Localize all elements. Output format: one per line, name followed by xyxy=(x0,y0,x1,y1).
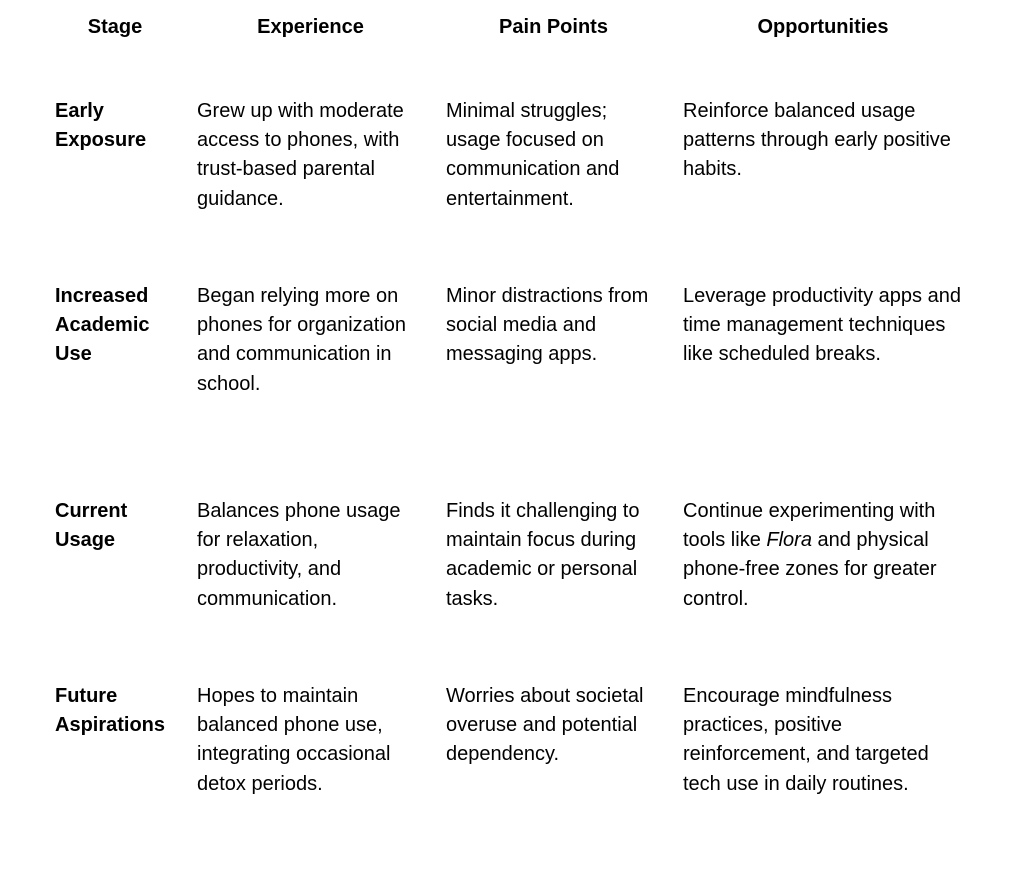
table-row: Future Aspirations Hopes to maintain bal… xyxy=(44,670,974,850)
flora-app-name: Flora xyxy=(766,529,812,552)
opportunities-cell: Encourage mindfulness practices, positiv… xyxy=(683,685,929,795)
opportunities-text-pre: Continue experimenting with tools like xyxy=(683,500,936,552)
table-row: Current Usage Balances phone usage for r… xyxy=(44,485,974,670)
table-row: Increased Academic Use Began relying mor… xyxy=(44,270,974,485)
pain-points-cell: Worries about societal overuse and poten… xyxy=(446,685,644,766)
pain-points-cell: Minor distractions from social media and… xyxy=(446,285,649,366)
experience-cell: Balances phone usage for relaxation, pro… xyxy=(197,500,401,610)
experience-cell: Began relying more on phones for organiz… xyxy=(197,285,407,395)
table-header-row: Stage Experience Pain Points Opportuniti… xyxy=(44,0,974,85)
journey-map-document: Stage Experience Pain Points Opportuniti… xyxy=(44,0,974,850)
stage-cell: Current Usage xyxy=(55,500,128,552)
header-pain-points: Pain Points xyxy=(499,16,608,38)
header-experience: Experience xyxy=(257,16,364,38)
stage-cell: Future Aspirations xyxy=(55,685,166,737)
pain-points-cell: Minimal struggles; usage focused on comm… xyxy=(446,100,620,210)
opportunities-text-post: and physical phone-free zones for greate… xyxy=(683,529,937,610)
opportunities-cell: Leverage productivity apps and time mana… xyxy=(683,285,961,366)
opportunities-cell: Reinforce balanced usage patterns throug… xyxy=(683,100,951,181)
stage-cell: Increased Academic Use xyxy=(55,285,150,366)
experience-cell: Grew up with moderate access to phones, … xyxy=(197,100,404,210)
header-stage: Stage xyxy=(87,16,143,38)
stage-cell: Early Exposure xyxy=(55,100,147,152)
pain-points-cell: Finds it challenging to maintain focus d… xyxy=(446,500,640,610)
journey-map-table: Stage Experience Pain Points Opportuniti… xyxy=(44,0,974,850)
table-row: Early Exposure Grew up with moderate acc… xyxy=(44,85,974,270)
opportunities-cell: Continue experimenting with tools like F… xyxy=(672,485,974,670)
header-opportunities: Opportunities xyxy=(757,16,889,38)
experience-cell: Hopes to maintain balanced phone use, in… xyxy=(197,685,391,795)
